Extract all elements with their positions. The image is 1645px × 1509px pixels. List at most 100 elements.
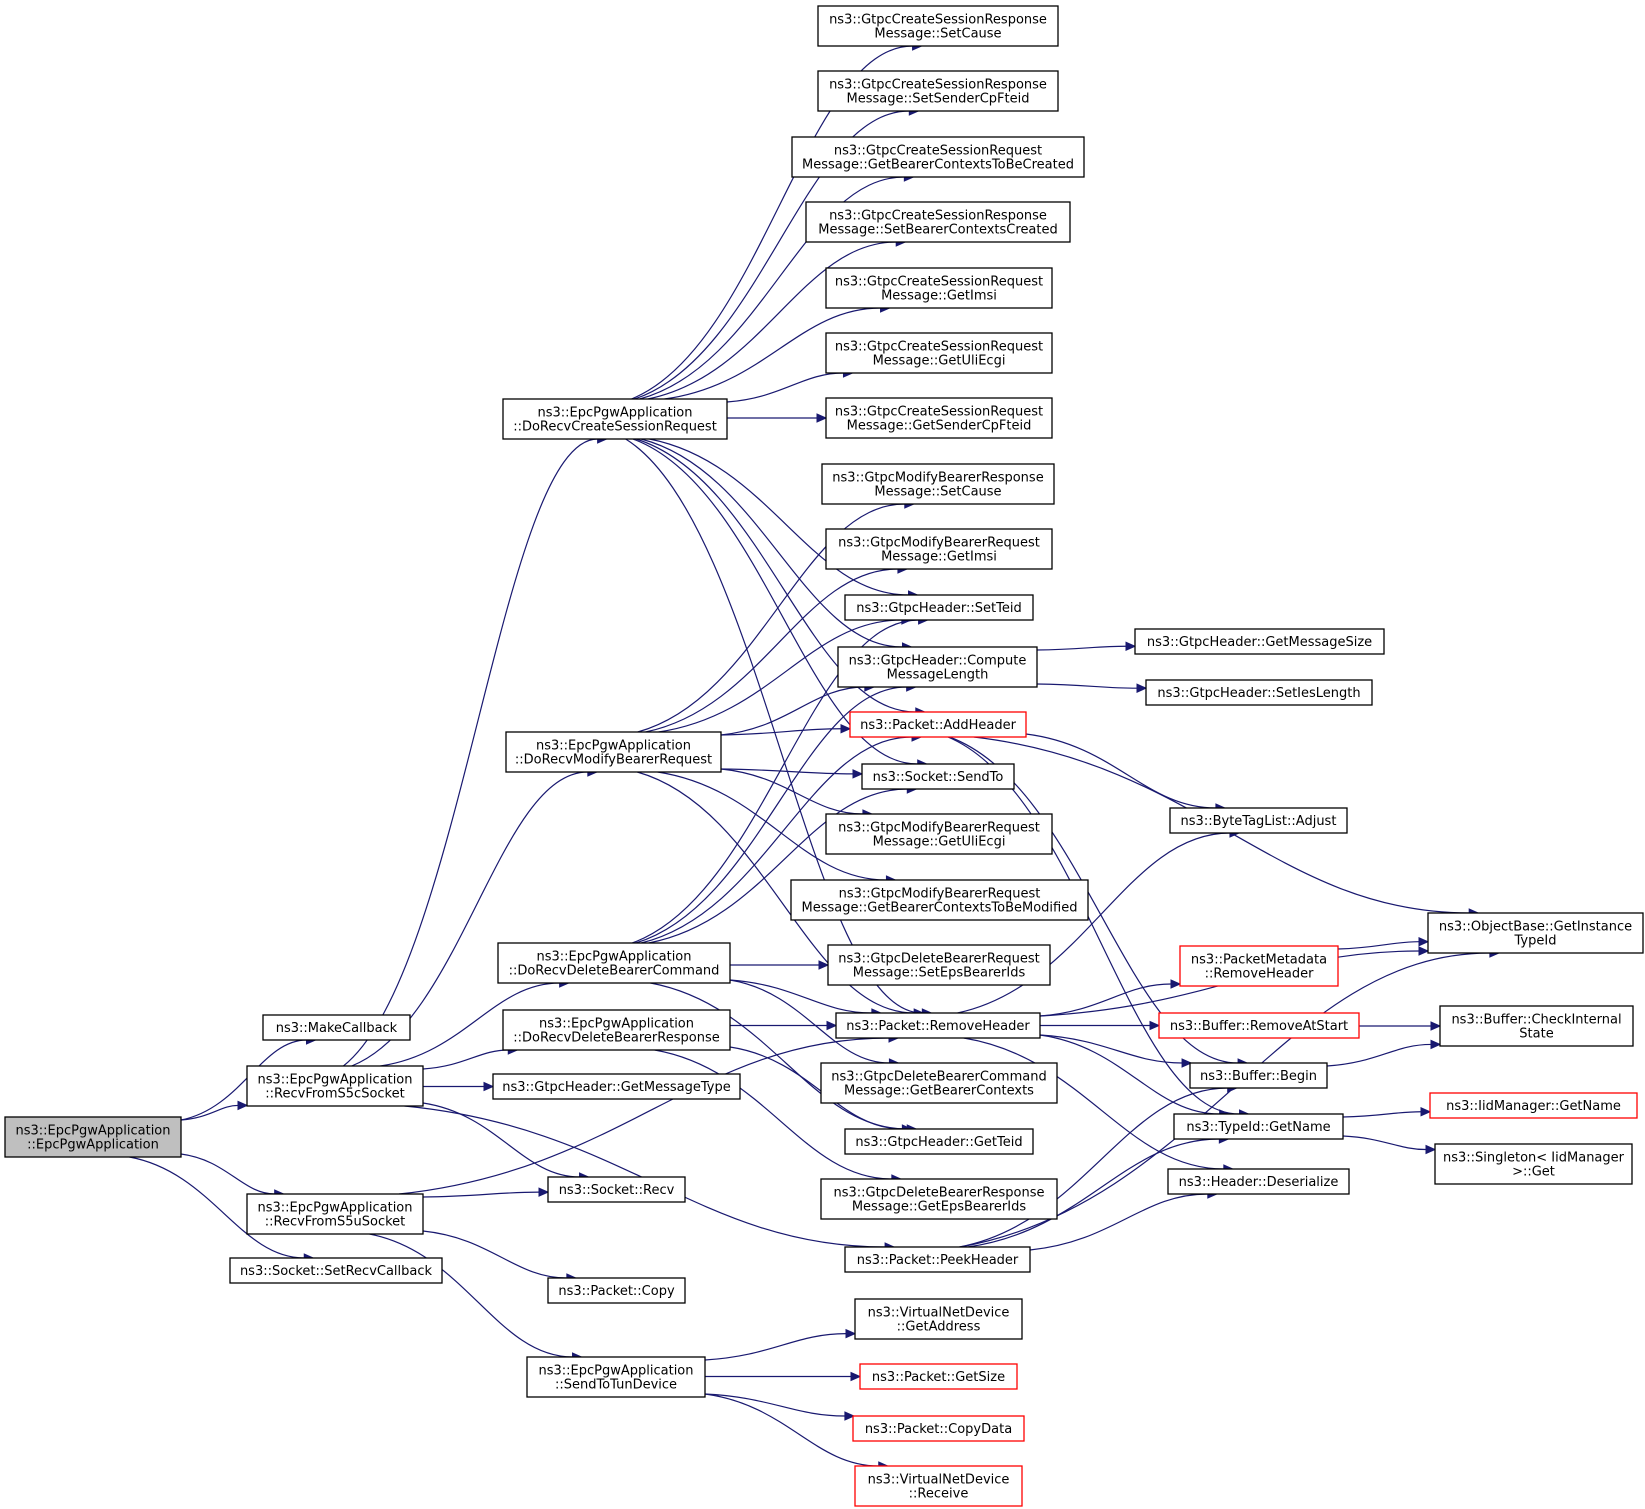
edge-docreate-to-csq_getimsi	[664, 307, 881, 400]
node-getteid[interactable]: ns3::GtpcHeader::GetTeid	[844, 1128, 1034, 1155]
node-pktgetsize[interactable]: ns3::Packet::GetSize	[859, 1363, 1018, 1390]
node-root[interactable]: ns3::EpcPgwApplication::EpcPgwApplicatio…	[4, 1116, 182, 1158]
edge-computelen-to-setieslen	[1036, 683, 1138, 689]
node-csr_setsender[interactable]: ns3::GtpcCreateSessionResponseMessage::S…	[817, 70, 1059, 112]
node-pktcopy[interactable]: ns3::Packet::Copy	[547, 1277, 686, 1304]
arrowhead-typeidgetname-to-singletonget	[1425, 1144, 1437, 1155]
node-bufbegin[interactable]: ns3::Buffer::Begin	[1189, 1062, 1328, 1089]
node-getmsgtype[interactable]: ns3::GtpcHeader::GetMessageType	[492, 1073, 741, 1100]
node-pmremoveheader[interactable]: ns3::PacketMetadata::RemoveHeader	[1179, 945, 1339, 987]
node-label-bytetagadjust-0: ns3::ByteTagList::Adjust	[1181, 814, 1337, 829]
node-label-csq_getsender-1: Message::GetSenderCpFteid	[847, 419, 1032, 434]
edge-removeheader-to-typeidgetname	[1039, 1034, 1220, 1115]
node-box-vnd_getaddr	[854, 1298, 1023, 1340]
node-csq_getsender[interactable]: ns3::GtpcCreateSessionRequestMessage::Ge…	[825, 397, 1053, 439]
node-box-csr_setsender	[817, 70, 1059, 112]
edge-root-to-recvs5c	[180, 1104, 239, 1121]
node-csq_getuli[interactable]: ns3::GtpcCreateSessionRequestMessage::Ge…	[825, 332, 1053, 374]
node-removeheader[interactable]: ns3::Packet::RemoveHeader	[835, 1012, 1041, 1039]
node-box-dbc_getbc	[820, 1062, 1058, 1104]
node-setrecvcb[interactable]: ns3::Socket::SetRecvCallback	[229, 1257, 443, 1284]
node-sendto[interactable]: ns3::Socket::SendTo	[861, 763, 1015, 790]
node-setieslen[interactable]: ns3::GtpcHeader::SetIesLength	[1145, 679, 1373, 706]
node-dbq_seteps[interactable]: ns3::GtpcDeleteBearerRequestMessage::Set…	[827, 944, 1051, 986]
node-label-hdrdeserialize-0: ns3::Header::Deserialize	[1179, 1175, 1339, 1190]
node-label-objgettypeid-0: ns3::ObjectBase::GetInstance	[1439, 920, 1632, 935]
node-addheader[interactable]: ns3::Packet::AddHeader	[849, 711, 1027, 738]
node-mbr_setcause[interactable]: ns3::GtpcModifyBearerResponseMessage::Se…	[821, 463, 1055, 505]
node-label-dbc_getbc-1: Message::GetBearerContexts	[844, 1084, 1034, 1099]
edge-domodify-to-removeheader	[637, 771, 915, 1014]
node-box-setrecvcb	[229, 1257, 443, 1284]
node-getmsgsize[interactable]: ns3::GtpcHeader::GetMessageSize	[1134, 628, 1385, 655]
node-iidgetname[interactable]: ns3::IidManager::GetName	[1429, 1092, 1638, 1119]
node-csr_setcause[interactable]: ns3::GtpcCreateSessionResponseMessage::S…	[817, 5, 1059, 47]
node-recvs5c[interactable]: ns3::EpcPgwApplication::RecvFromS5cSocke…	[246, 1065, 424, 1107]
node-label-csr_setsender-1: Message::SetSenderCpFteid	[847, 92, 1030, 107]
node-box-sendto	[861, 763, 1015, 790]
node-dbc_getbc[interactable]: ns3::GtpcDeleteBearerCommandMessage::Get…	[820, 1062, 1058, 1104]
node-label-singletonget-1: >::Get	[1512, 1165, 1555, 1180]
arrowhead-typeidgetname-to-iidgetname	[1420, 1106, 1432, 1117]
node-typeidgetname[interactable]: ns3::TypeId::GetName	[1173, 1113, 1344, 1140]
node-label-iidgetname-0: ns3::IidManager::GetName	[1446, 1099, 1621, 1114]
edge-domodify-to-sendto	[720, 768, 854, 775]
node-pktcopydata[interactable]: ns3::Packet::CopyData	[852, 1415, 1025, 1442]
node-docreate[interactable]: ns3::EpcPgwApplication::DoRecvCreateSess…	[502, 398, 728, 440]
node-label-setieslen-0: ns3::GtpcHeader::SetIesLength	[1157, 686, 1360, 701]
edge-computelen-to-getmsgsize	[1036, 645, 1127, 651]
node-box-root	[4, 1116, 182, 1158]
node-csq_getbctbc[interactable]: ns3::GtpcCreateSessionRequestMessage::Ge…	[791, 136, 1085, 178]
node-dbr_geteps[interactable]: ns3::GtpcDeleteBearerResponseMessage::Ge…	[820, 1178, 1058, 1220]
edge-domodify-to-setteid	[658, 619, 902, 733]
node-box-docreate	[502, 398, 728, 440]
node-label-mbr_setcause-1: Message::SetCause	[874, 485, 1001, 500]
node-box-recvs5u	[246, 1193, 424, 1235]
node-label-csq_getbctbc-0: ns3::GtpcCreateSessionRequest	[834, 144, 1042, 159]
node-label-dodelcmd-1: ::DoRecvDeleteBearerCommand	[509, 964, 720, 979]
node-label-vnd_receive-1: ::Receive	[909, 1487, 969, 1502]
node-label-removeheader-0: ns3::Packet::RemoveHeader	[846, 1019, 1030, 1034]
node-label-csq_getuli-0: ns3::GtpcCreateSessionRequest	[835, 340, 1043, 355]
node-bytetagadjust[interactable]: ns3::ByteTagList::Adjust	[1169, 807, 1348, 834]
edge-pmremoveheader-to-objgettypeid	[1337, 941, 1420, 950]
node-mbq_getuli[interactable]: ns3::GtpcModifyBearerRequestMessage::Get…	[825, 813, 1053, 855]
node-bufremovestart[interactable]: ns3::Buffer::RemoveAtStart	[1158, 1012, 1360, 1039]
node-box-addheader	[849, 711, 1027, 738]
node-label-dbr_geteps-0: ns3::GtpcDeleteBearerResponse	[833, 1186, 1044, 1201]
node-setteid[interactable]: ns3::GtpcHeader::SetTeid	[844, 594, 1034, 621]
node-label-csr_setbcc-0: ns3::GtpcCreateSessionResponse	[829, 209, 1047, 224]
edge-removeheader-to-bufbegin	[1039, 1034, 1183, 1064]
node-dodelcmd[interactable]: ns3::EpcPgwApplication::DoRecvDeleteBear…	[497, 942, 731, 984]
edge-typeidgetname-to-iidgetname	[1342, 1111, 1422, 1118]
node-mbq_getimsi[interactable]: ns3::GtpcModifyBearerRequestMessage::Get…	[825, 528, 1053, 570]
node-hdrdeserialize[interactable]: ns3::Header::Deserialize	[1167, 1168, 1350, 1195]
node-vnd_receive[interactable]: ns3::VirtualNetDevice::Receive	[854, 1465, 1023, 1507]
node-mbq_getbctbm[interactable]: ns3::GtpcModifyBearerRequestMessage::Get…	[790, 879, 1089, 921]
node-label-peekheader-0: ns3::Packet::PeekHeader	[857, 1253, 1019, 1268]
node-domodify[interactable]: ns3::EpcPgwApplication::DoRecvModifyBear…	[505, 731, 722, 773]
node-singletonget[interactable]: ns3::Singleton< IidManager>::Get	[1434, 1143, 1633, 1185]
node-csq_getimsi[interactable]: ns3::GtpcCreateSessionRequestMessage::Ge…	[825, 267, 1053, 309]
node-dodelresp[interactable]: ns3::EpcPgwApplication::DoRecvDeleteBear…	[502, 1009, 731, 1051]
node-box-typeidgetname	[1173, 1113, 1344, 1140]
node-label-getteid-0: ns3::GtpcHeader::GetTeid	[855, 1135, 1022, 1150]
node-makecallback[interactable]: ns3::MakeCallback	[262, 1014, 411, 1041]
node-recvs5u[interactable]: ns3::EpcPgwApplication::RecvFromS5uSocke…	[246, 1193, 424, 1235]
edge-addheader-to-typeidgetname	[947, 736, 1240, 1115]
node-vnd_getaddr[interactable]: ns3::VirtualNetDevice::GetAddress	[854, 1298, 1023, 1340]
node-sockrecv[interactable]: ns3::Socket::Recv	[547, 1176, 686, 1203]
node-label-mbq_getbctbm-0: ns3::GtpcModifyBearerRequest	[839, 887, 1041, 902]
node-peekheader[interactable]: ns3::Packet::PeekHeader	[844, 1246, 1031, 1273]
node-box-pktgetsize	[859, 1363, 1018, 1390]
edge-docreate-to-setteid	[649, 438, 909, 596]
node-sendtun[interactable]: ns3::EpcPgwApplication::SendToTunDevice	[526, 1356, 706, 1398]
node-label-recvs5c-0: ns3::EpcPgwApplication	[257, 1073, 412, 1088]
node-label-addheader-0: ns3::Packet::AddHeader	[860, 718, 1016, 733]
node-csr_setbcc[interactable]: ns3::GtpcCreateSessionResponseMessage::S…	[805, 201, 1071, 243]
node-label-csq_getbctbc-1: Message::GetBearerContextsToBeCreated	[802, 158, 1074, 173]
edge-domodify-to-mbr_setcause	[637, 503, 905, 733]
